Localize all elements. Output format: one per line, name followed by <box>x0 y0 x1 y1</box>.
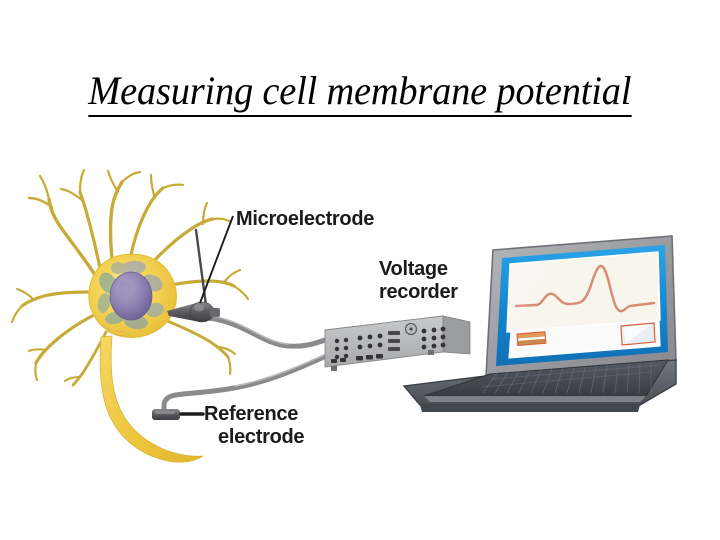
voltage-recorder-box <box>324 315 471 371</box>
cable-reference-drop <box>161 392 179 414</box>
laptop-screen-glare <box>507 261 552 332</box>
neuron-dendrites <box>10 168 250 387</box>
recorder-controls[interactable] <box>331 322 446 364</box>
neuron-cell <box>10 168 250 463</box>
laptop-status-indicators <box>516 322 656 347</box>
laptop-key-row-lines <box>481 364 661 388</box>
laptop-palm-rest[interactable] <box>424 396 646 402</box>
page-title: Measuring cell membrane potential <box>0 68 720 117</box>
page-title-text: Measuring cell membrane potential <box>88 68 632 117</box>
neuron-axon <box>99 335 204 463</box>
label-voltage-recorder: Voltage recorder <box>379 258 458 304</box>
cable-highlights <box>209 315 325 387</box>
laptop-front-edge <box>420 405 640 412</box>
membrane-potential-trace <box>514 264 656 313</box>
microelectrode-leader-line <box>199 215 234 304</box>
neuron-nucleolus <box>118 281 132 297</box>
label-reference-electrode: Reference electrode <box>204 403 305 449</box>
signal-cables <box>161 315 329 414</box>
cable-microelectrode <box>205 315 328 349</box>
neuron-cytoplasm-detail <box>101 325 127 337</box>
label-microelectrode: Microelectrode <box>236 208 375 230</box>
label-voltage-recorder-line1: Voltage <box>379 258 448 280</box>
reference-electrode-probe <box>152 409 180 420</box>
label-reference-electrode-line2: electrode <box>218 426 305 448</box>
label-reference-electrode-line1: Reference <box>204 403 299 425</box>
neuron-nucleus <box>109 271 153 321</box>
laptop-computer <box>402 235 677 412</box>
label-voltage-recorder-line2: recorder <box>379 281 458 303</box>
cable-reference <box>173 353 329 398</box>
